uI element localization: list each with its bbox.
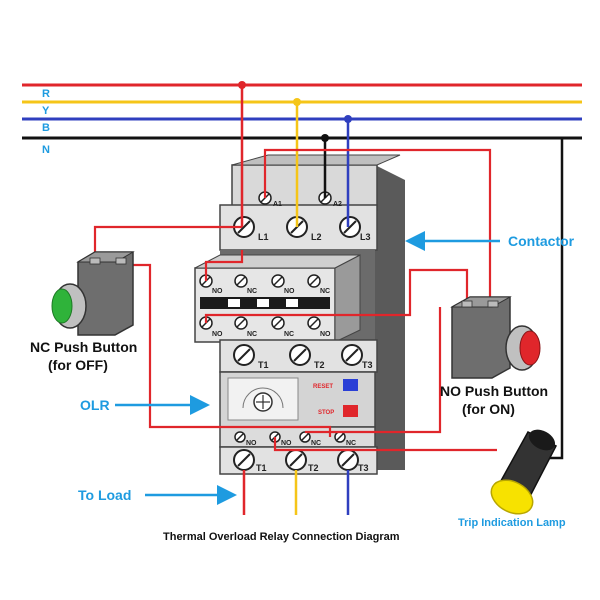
olr-stop-button[interactable]	[343, 405, 358, 417]
olr-aux-3: NC	[311, 440, 321, 447]
trip-indication-lamp	[490, 429, 558, 515]
callouts: Contactor OLR To Load Trip Indication La…	[78, 231, 575, 529]
aux-indicator-strip	[200, 297, 330, 309]
aux-lower-4: NO	[320, 331, 331, 338]
aux-lower-2: NC	[247, 331, 257, 338]
olr-terminal-t1: T1	[258, 360, 269, 370]
aux-lower-3: NC	[284, 331, 294, 338]
olr-terminal-t2: T2	[314, 360, 325, 370]
contactor-output-terminals: T1 T2 T3	[233, 344, 373, 370]
diagram-caption: Thermal Overload Relay Connection Diagra…	[163, 531, 400, 543]
olr-aux-2: NO	[281, 440, 292, 447]
olr-load-terminals: T1 T2 T3	[233, 449, 369, 473]
aux-upper-row: NO NC NO NC	[199, 274, 330, 295]
aux-upper-2: NC	[247, 288, 257, 295]
terminal-l3: L3	[360, 232, 371, 242]
nc-button-label-line1: NC Push Button	[30, 339, 137, 355]
olr-stop-label: STOP	[318, 410, 334, 416]
bus-bars: R Y B N	[22, 83, 582, 156]
control-wires	[93, 148, 497, 452]
aux-lower-row: NO NC NC NO	[199, 316, 331, 338]
to-load-label: To Load	[78, 487, 131, 503]
lamp-lens	[490, 479, 534, 515]
aux-upper-3: NO	[284, 288, 295, 295]
contactor-label: Contactor	[508, 233, 575, 249]
terminal-l2: L2	[311, 232, 322, 242]
olr-reset-button[interactable]	[343, 379, 358, 391]
load-terminal-t2: T2	[308, 463, 319, 473]
aux-lower-1: NO	[212, 331, 223, 338]
olr-panel: RESET STOP	[227, 377, 358, 421]
aux-upper-4: NC	[320, 288, 330, 295]
no-push-button[interactable]	[450, 296, 541, 379]
olr-reset-label: RESET	[313, 384, 333, 390]
olr-aux-4: NC	[346, 440, 356, 447]
load-terminal-t1: T1	[256, 463, 267, 473]
no-button-label-line2: (for ON)	[462, 401, 515, 417]
trip-lamp-label: Trip Indication Lamp	[458, 517, 566, 529]
bus-label-r: R	[42, 88, 50, 100]
terminal-a1: A1	[273, 201, 282, 208]
bus-label-b: B	[42, 122, 50, 134]
terminal-l1: L1	[258, 232, 269, 242]
aux-upper-1: NO	[212, 288, 223, 295]
no-button-label-line1: NO Push Button	[440, 383, 548, 399]
nc-push-button[interactable]	[51, 251, 135, 336]
contactor-body	[194, 154, 405, 475]
nc-button-label-line2: (for OFF)	[48, 357, 108, 373]
olr-label: OLR	[80, 397, 110, 413]
nc-button-lens[interactable]	[51, 288, 73, 324]
olr-terminal-t3: T3	[362, 360, 373, 370]
bus-label-y: Y	[42, 105, 50, 117]
supply-wires	[238, 81, 564, 460]
load-wires	[242, 470, 350, 515]
terminal-a2: A2	[333, 201, 342, 208]
bus-label-n: N	[42, 144, 50, 156]
load-terminal-t3: T3	[358, 463, 369, 473]
olr-aux-1: NO	[246, 440, 257, 447]
no-button-lens[interactable]	[519, 330, 541, 366]
